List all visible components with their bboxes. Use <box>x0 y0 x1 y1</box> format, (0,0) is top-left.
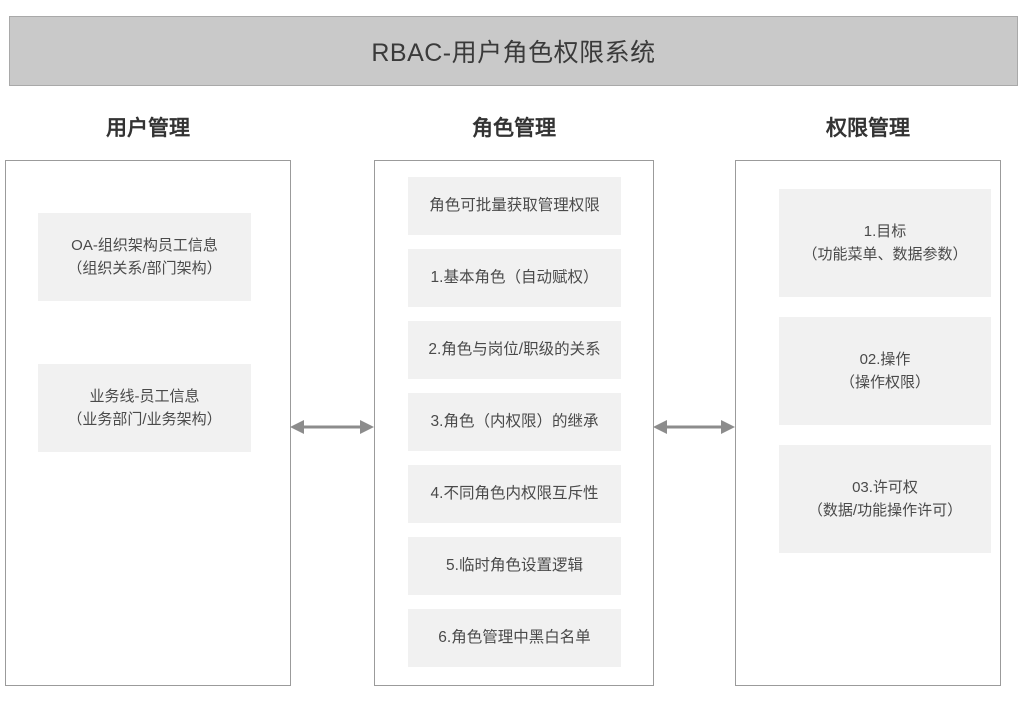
card-role-position-rank-relation[interactable]: 2.角色与岗位/职级的关系 <box>408 321 621 379</box>
diagram-title-banner: RBAC-用户角色权限系统 <box>9 16 1018 86</box>
card-line: 1.目标 <box>863 222 907 240</box>
column-header-permission-management: 权限管理 <box>826 117 910 140</box>
column-header-user-management: 用户管理 <box>106 117 190 140</box>
card-line: （功能菜单、数据参数） <box>802 246 968 263</box>
card-line: 6.角色管理中黑白名单 <box>438 628 591 646</box>
card-line: （业务部门/业务架构） <box>67 411 222 428</box>
card-role-batch-permissions[interactable]: 角色可批量获取管理权限 <box>408 177 621 235</box>
column-header-role-management: 角色管理 <box>472 117 556 140</box>
double-arrow-icon-role-to-permission <box>652 414 736 440</box>
card-user-business-line-employee-info[interactable]: 业务线-员工信息 （业务部门/业务架构） <box>38 364 251 452</box>
page-title: RBAC-用户角色权限系统 <box>371 39 656 67</box>
card-line: 角色可批量获取管理权限 <box>429 196 600 214</box>
card-line: 4.不同角色内权限互斥性 <box>430 484 599 502</box>
panel-permission-management: 1.目标 （功能菜单、数据参数） 02.操作 （操作权限） 03.许可权 （数据… <box>735 160 1001 686</box>
card-line: 5.临时角色设置逻辑 <box>446 556 583 574</box>
card-role-inheritance[interactable]: 3.角色（内权限）的继承 <box>408 393 621 451</box>
card-line: （操作权限） <box>839 374 930 391</box>
card-line: 02.操作 <box>859 350 911 368</box>
card-role-temporary-role-logic[interactable]: 5.临时角色设置逻辑 <box>408 537 621 595</box>
card-line: （数据/功能操作许可） <box>807 502 963 519</box>
panel-role-management: 角色可批量获取管理权限 1.基本角色（自动赋权） 2.角色与岗位/职级的关系 3… <box>374 160 654 686</box>
card-role-mutual-exclusion[interactable]: 4.不同角色内权限互斥性 <box>408 465 621 523</box>
card-role-basic-role[interactable]: 1.基本角色（自动赋权） <box>408 249 621 307</box>
card-role-black-white-list[interactable]: 6.角色管理中黑白名单 <box>408 609 621 667</box>
panel-user-management: OA-组织架构员工信息 （组织关系/部门架构） 业务线-员工信息 （业务部门/业… <box>5 160 291 686</box>
card-line: 3.角色（内权限）的继承 <box>430 412 599 430</box>
card-line: 1.基本角色（自动赋权） <box>430 268 599 286</box>
card-user-oa-org-employee-info[interactable]: OA-组织架构员工信息 （组织关系/部门架构） <box>38 213 251 301</box>
card-line: （组织关系/部门架构） <box>67 260 222 277</box>
card-permission-license[interactable]: 03.许可权 （数据/功能操作许可） <box>779 445 991 553</box>
card-line: 2.角色与岗位/职级的关系 <box>428 340 601 358</box>
double-arrow-icon-user-to-role <box>289 414 375 440</box>
card-line: 业务线-员工信息 <box>89 387 200 405</box>
card-permission-operation[interactable]: 02.操作 （操作权限） <box>779 317 991 425</box>
card-line: 03.许可权 <box>852 478 918 496</box>
card-permission-target[interactable]: 1.目标 （功能菜单、数据参数） <box>779 189 991 297</box>
card-line: OA-组织架构员工信息 <box>71 236 218 254</box>
